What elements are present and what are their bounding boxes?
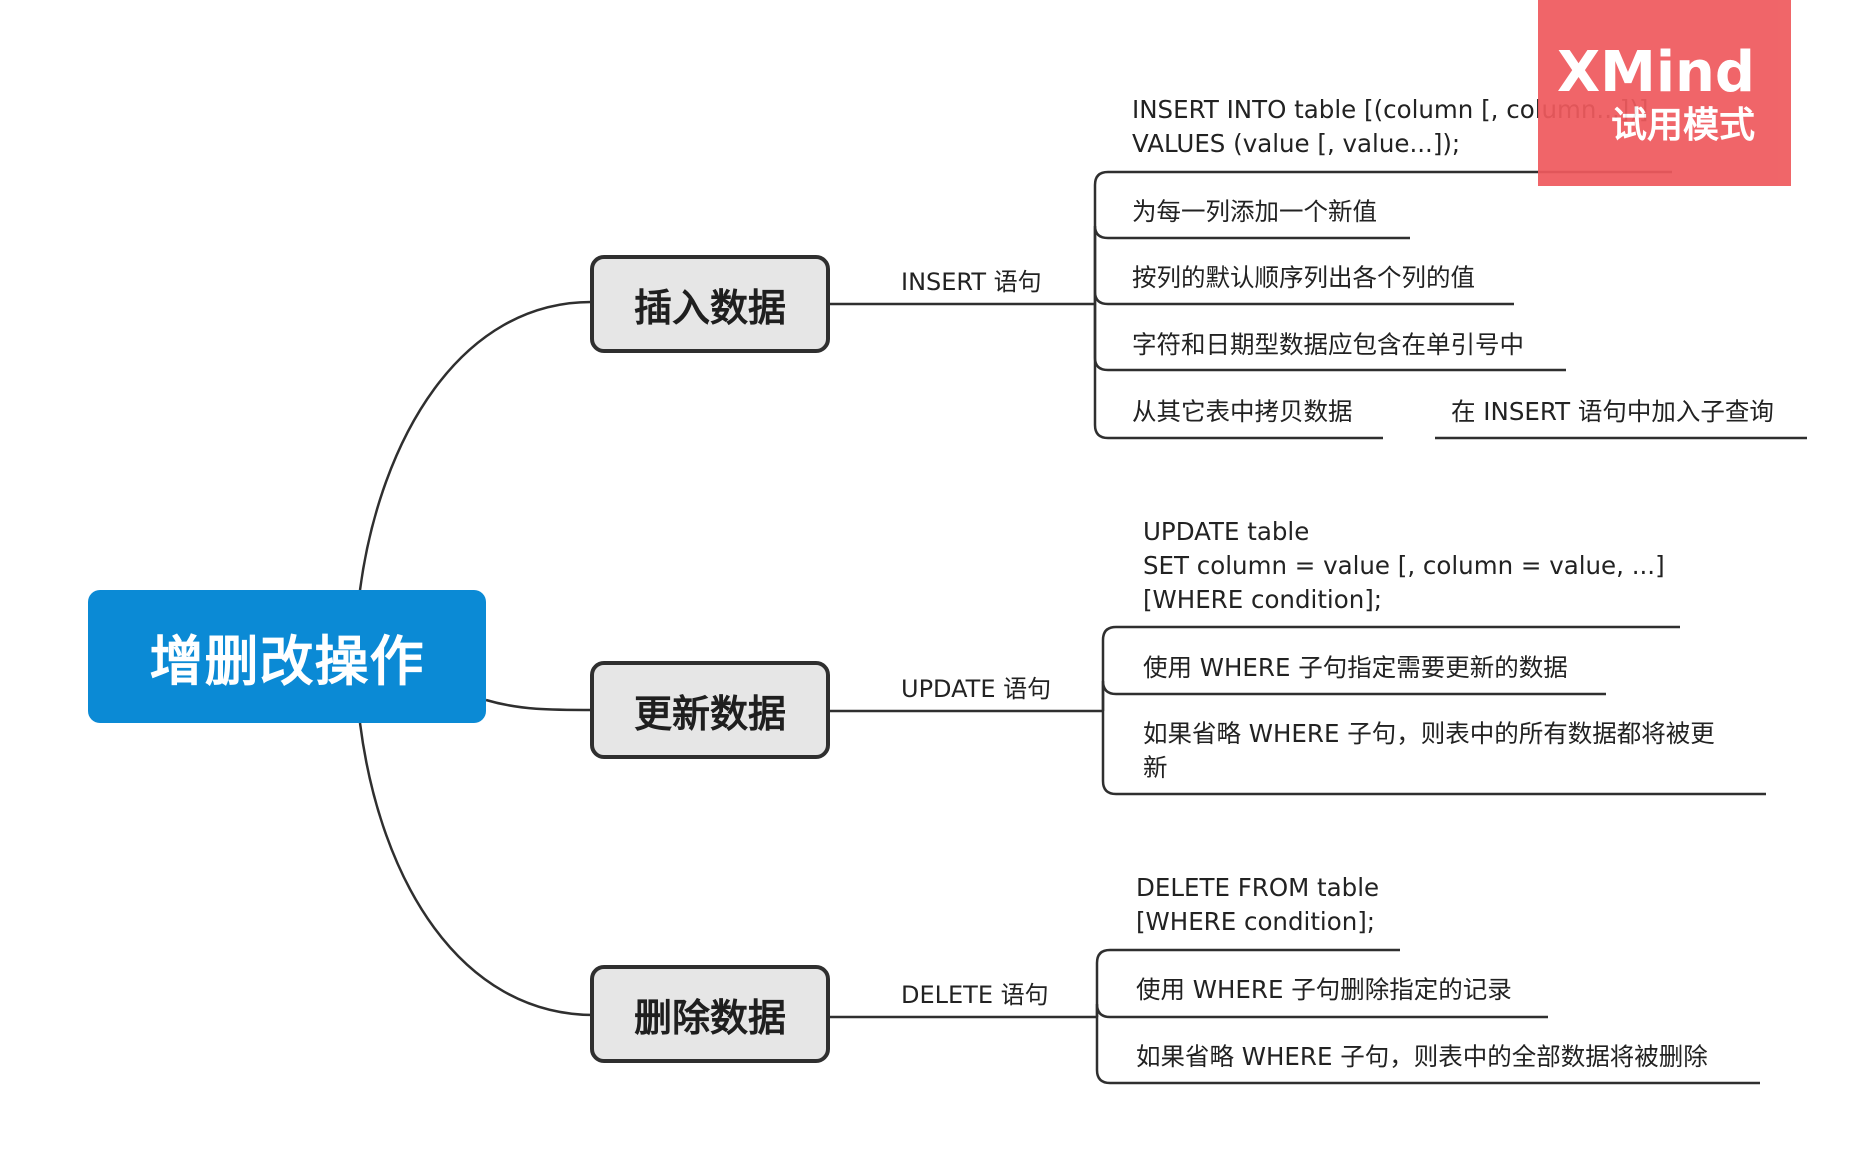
watermark-mode: 试用模式 (1610, 105, 1755, 146)
update-bracket (1101, 625, 1117, 796)
insert-bracket (1093, 170, 1109, 440)
main-topic-update[interactable]: 更新数据 (590, 661, 830, 759)
root-to-update-connector (485, 698, 595, 712)
xmind-trial-watermark: XMind 试用模式 (1538, 0, 1791, 186)
insert-subquery-leaf[interactable]: 在 INSERT 语句中加入子查询 (1451, 397, 1774, 426)
delete-syntax-leaf[interactable]: DELETE FROM table [WHERE condition]; (1136, 873, 1380, 936)
update-leaf-2[interactable]: 如果省略 WHERE 子句，则表中的所有数据都将被更 新 (1143, 719, 1715, 782)
insert-statement-topic[interactable]: INSERT 语句 (901, 268, 1042, 296)
delete-leaf-2[interactable]: 如果省略 WHERE 子句，则表中的全部数据将被删除 (1136, 1042, 1708, 1071)
main-topic-insert[interactable]: 插入数据 (590, 255, 830, 353)
central-topic[interactable]: 增删改操作 (88, 590, 486, 723)
insert-leaf-1[interactable]: 为每一列添加一个新值 (1132, 197, 1377, 226)
update-statement-topic[interactable]: UPDATE 语句 (901, 675, 1052, 703)
main-topic-delete[interactable]: 删除数据 (590, 965, 830, 1063)
watermark-brand: XMind (1556, 40, 1755, 105)
update-syntax-leaf[interactable]: UPDATE table SET column = value [, colum… (1143, 517, 1665, 614)
delete-bracket (1095, 948, 1111, 1085)
insert-leaf-3[interactable]: 字符和日期型数据应包含在单引号中 (1132, 330, 1524, 359)
update-bracket-mid (1101, 680, 1117, 711)
root-to-insert-connector (358, 300, 595, 591)
root-to-delete-connector (358, 722, 595, 1017)
delete-bracket-mid (1095, 1003, 1111, 1019)
insert-bracket-mid (1093, 225, 1109, 372)
delete-leaf-1[interactable]: 使用 WHERE 子句删除指定的记录 (1136, 975, 1512, 1004)
insert-leaf-2[interactable]: 按列的默认顺序列出各个列的值 (1132, 263, 1475, 292)
insert-leaf-4[interactable]: 从其它表中拷贝数据 (1132, 397, 1353, 426)
delete-statement-topic[interactable]: DELETE 语句 (901, 981, 1049, 1009)
update-leaf-1[interactable]: 使用 WHERE 子句指定需要更新的数据 (1143, 653, 1568, 682)
